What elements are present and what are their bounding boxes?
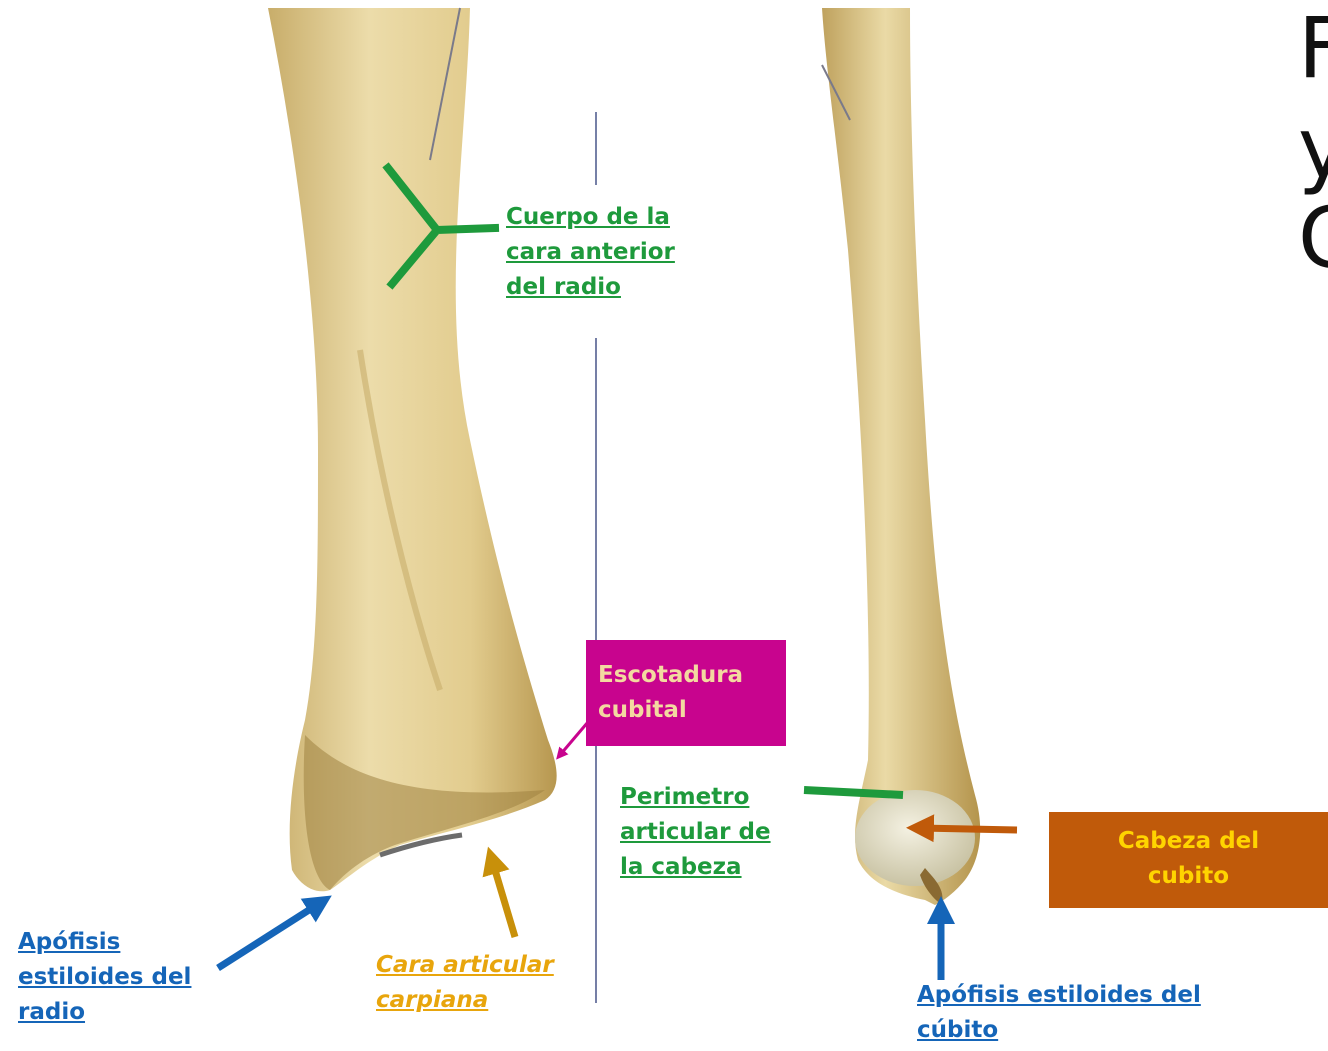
label-apofisis-radio-line2: estiloides del — [18, 960, 191, 995]
label-perimetro[interactable]: Perimetro articular de la cabeza — [620, 780, 771, 885]
label-perimetro-line2: articular de — [620, 815, 771, 850]
title-fragment-1: F — [1298, 6, 1328, 90]
apofisis-radio-arrow — [218, 903, 320, 968]
label-cara-articular[interactable]: Cara articular carpiana — [376, 948, 554, 1018]
ulna-bone — [822, 8, 980, 905]
label-cara-articular-line2: carpiana — [376, 983, 554, 1018]
label-apofisis-radio[interactable]: Apófisis estiloides del radio — [18, 925, 191, 1030]
label-cuerpo-line3: del radio — [506, 270, 675, 305]
label-escotadura-line1: Escotadura — [598, 658, 774, 693]
label-cabeza-line1: Cabeza del — [1049, 824, 1328, 859]
label-cabeza-box: Cabeza del cubito — [1049, 812, 1328, 908]
label-apofisis-cubito[interactable]: Apófisis estiloides del cúbito — [917, 978, 1201, 1048]
label-cara-articular-line1: Cara articular — [376, 948, 554, 983]
label-apofisis-cubito-line1: Apófisis estiloides del — [917, 978, 1201, 1013]
title-fragment-3: C — [1298, 196, 1328, 280]
perimetro-pointer — [804, 790, 903, 795]
ulna-head — [855, 790, 975, 886]
label-cuerpo[interactable]: Cuerpo de la cara anterior del radio — [506, 200, 675, 305]
label-apofisis-cubito-line2: cúbito — [917, 1013, 1201, 1048]
escotadura-arrow — [560, 722, 588, 755]
cara-articular-arrow — [492, 860, 515, 937]
label-apofisis-radio-line3: radio — [18, 995, 191, 1030]
label-escotadura-box: Escotadura cubital — [586, 640, 786, 746]
label-perimetro-line3: la cabeza — [620, 850, 771, 885]
label-cuerpo-line1: Cuerpo de la — [506, 200, 675, 235]
cabeza-arrow — [920, 828, 1017, 830]
label-apofisis-radio-line1: Apófisis — [18, 925, 191, 960]
label-cuerpo-line2: cara anterior — [506, 235, 675, 270]
title-fragment-2: y — [1298, 106, 1328, 190]
label-escotadura-line2: cubital — [598, 693, 774, 728]
label-perimetro-line1: Perimetro — [620, 780, 771, 815]
label-cabeza-line2: cubito — [1049, 859, 1328, 894]
